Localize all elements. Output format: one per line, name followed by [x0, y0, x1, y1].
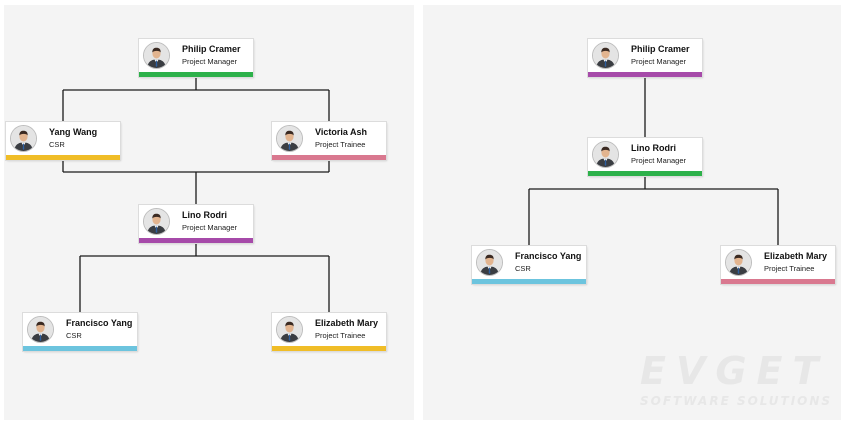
node-philip-cramer[interactable]: Philip Cramer Project Manager — [588, 39, 702, 77]
avatar — [276, 316, 303, 343]
avatar — [143, 208, 170, 235]
node-role: Project Manager — [631, 57, 687, 66]
role-color-bar — [472, 279, 586, 284]
node-elizabeth-mary[interactable]: Elizabeth Mary Project Trainee — [721, 246, 835, 284]
role-color-bar — [588, 171, 702, 176]
role-color-bar — [6, 155, 120, 160]
node-name: Lino Rodri — [182, 210, 227, 220]
node-role: Project Manager — [182, 57, 238, 66]
node-yang-wang[interactable]: Yang Wang CSR — [6, 122, 120, 160]
avatar — [725, 249, 752, 276]
node-victoria-ash[interactable]: Victoria Ash Project Trainee — [272, 122, 386, 160]
role-color-bar — [139, 72, 253, 77]
avatar — [27, 316, 54, 343]
node-francisco-yang[interactable]: Francisco Yang CSR — [472, 246, 586, 284]
role-color-bar — [272, 155, 386, 160]
node-name: Francisco Yang — [66, 318, 133, 328]
avatar — [476, 249, 503, 276]
role-color-bar — [139, 238, 253, 243]
node-name: Yang Wang — [49, 127, 98, 137]
role-color-bar — [272, 346, 386, 351]
node-name: Elizabeth Mary — [764, 251, 828, 261]
role-color-bar — [721, 279, 835, 284]
role-color-bar — [588, 72, 702, 77]
node-philip-cramer[interactable]: Philip Cramer Project Manager — [139, 39, 253, 77]
node-lino-rodri[interactable]: Lino Rodri Project Manager — [588, 138, 702, 176]
avatar — [592, 141, 619, 168]
node-role: Project Trainee — [764, 264, 815, 273]
node-role: CSR — [515, 264, 531, 273]
node-name: Victoria Ash — [315, 127, 368, 137]
avatar — [276, 125, 303, 152]
avatar — [592, 42, 619, 69]
node-name: Philip Cramer — [631, 44, 690, 54]
node-name: Francisco Yang — [515, 251, 582, 261]
node-role: Project Trainee — [315, 140, 366, 149]
node-role: CSR — [66, 331, 82, 340]
avatar — [143, 42, 170, 69]
node-role: CSR — [49, 140, 65, 149]
node-role: Project Trainee — [315, 331, 366, 340]
node-lino-rodri[interactable]: Lino Rodri Project Manager — [139, 205, 253, 243]
role-color-bar — [23, 346, 137, 351]
node-name: Lino Rodri — [631, 143, 676, 153]
node-role: Project Manager — [182, 223, 238, 232]
node-name: Philip Cramer — [182, 44, 241, 54]
node-name: Elizabeth Mary — [315, 318, 379, 328]
node-francisco-yang[interactable]: Francisco Yang CSR — [23, 313, 137, 351]
avatar — [10, 125, 37, 152]
node-elizabeth-mary[interactable]: Elizabeth Mary Project Trainee — [272, 313, 386, 351]
node-role: Project Manager — [631, 156, 687, 165]
